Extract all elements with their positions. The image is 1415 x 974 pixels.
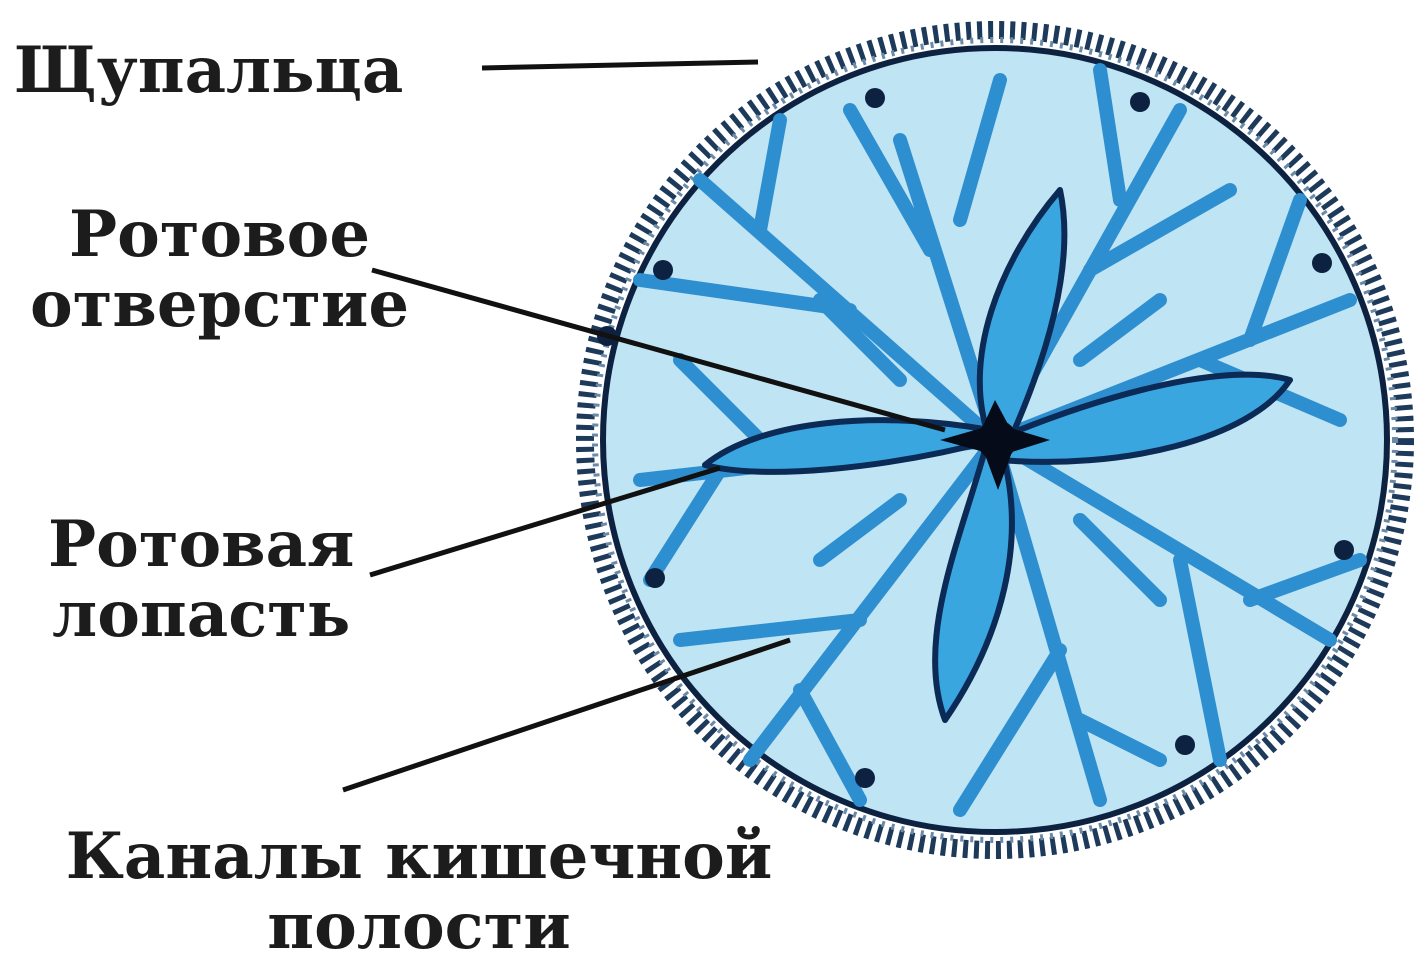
label-mouth-line1: Ротовое: [30, 200, 409, 270]
label-oral-lobe: Ротовая лопасть: [48, 510, 354, 650]
label-tentacles: Щупальца: [14, 36, 403, 106]
label-gastric-canals: Каналы кишечной полости: [34, 822, 804, 962]
label-canals-line1: Каналы кишечной: [34, 822, 804, 892]
label-mouth-opening: Ротовое отверстие: [30, 200, 409, 340]
label-lobe-line1: Ротовая: [48, 510, 354, 580]
label-lobe-line2: лопасть: [48, 580, 354, 650]
leader-tentacles: [482, 62, 758, 68]
label-mouth-line2: отверстие: [30, 270, 409, 340]
label-canals-line2: полости: [34, 892, 804, 962]
mouth-center: [977, 420, 1017, 460]
label-tentacles-text: Щупальца: [14, 36, 403, 106]
